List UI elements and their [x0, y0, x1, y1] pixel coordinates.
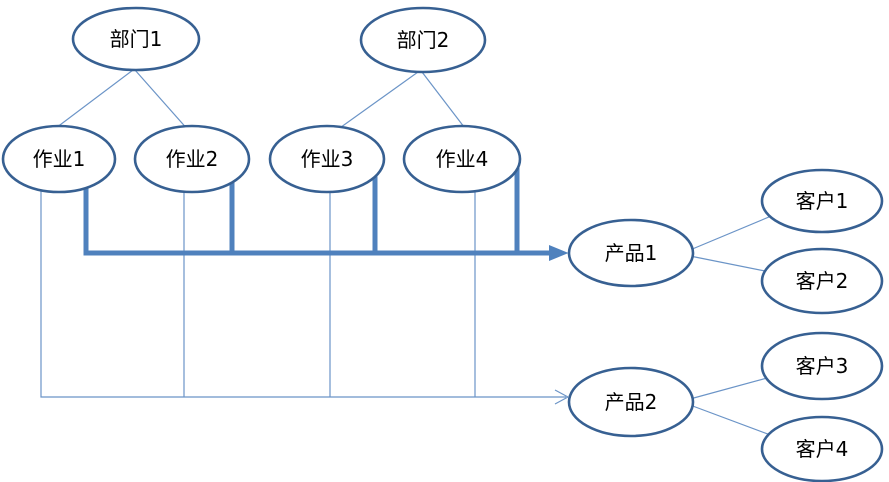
- node-cust4: 客户4: [760, 415, 884, 482]
- act3-ellipse: [268, 124, 386, 194]
- thin-arrowhead-prod2: [554, 389, 569, 405]
- thick-arrowhead-prod1: [549, 245, 569, 261]
- node-dept2: 部门2: [359, 6, 487, 74]
- node-dept1: 部门1: [71, 6, 201, 72]
- act2-label: 作业2: [166, 147, 219, 171]
- dept2-label: 部门2: [397, 28, 450, 52]
- act1-ellipse: [1, 124, 117, 194]
- node-prod2: 产品2: [567, 366, 695, 438]
- node-act1: 作业1: [1, 124, 117, 194]
- cust4-ellipse: [760, 415, 884, 482]
- dept1-label: 部门1: [110, 27, 163, 51]
- act4-ellipse: [402, 124, 522, 194]
- cust2-ellipse: [760, 247, 884, 315]
- dept1-ellipse: [71, 6, 201, 72]
- prod2-label: 产品2: [605, 390, 658, 414]
- dept2-ellipse: [359, 6, 487, 74]
- cust3-ellipse: [760, 331, 884, 401]
- act4-label: 作业4: [436, 147, 489, 171]
- prod2-ellipse: [567, 366, 695, 438]
- prod1-ellipse: [567, 218, 695, 288]
- node-cust3: 客户3: [760, 331, 884, 401]
- node-prod1: 产品1: [567, 218, 695, 288]
- act2-ellipse: [133, 124, 251, 194]
- cust4-label: 客户4: [796, 437, 849, 461]
- node-act2: 作业2: [133, 124, 251, 194]
- edge-act1-prod1: [83, 162, 550, 256]
- cust2-label: 客户2: [796, 269, 849, 293]
- cust3-label: 客户3: [796, 354, 849, 378]
- cust1-ellipse: [760, 168, 884, 234]
- prod1-label: 产品1: [605, 241, 658, 265]
- edge-act1-prod2: [40, 162, 566, 398]
- node-cust1: 客户1: [760, 168, 884, 234]
- node-act4: 作业4: [402, 124, 522, 194]
- node-act3: 作业3: [268, 124, 386, 194]
- node-cust2: 客户2: [760, 247, 884, 315]
- cust1-label: 客户1: [796, 189, 849, 213]
- act1-label: 作业1: [33, 147, 86, 171]
- act3-label: 作业3: [301, 147, 354, 171]
